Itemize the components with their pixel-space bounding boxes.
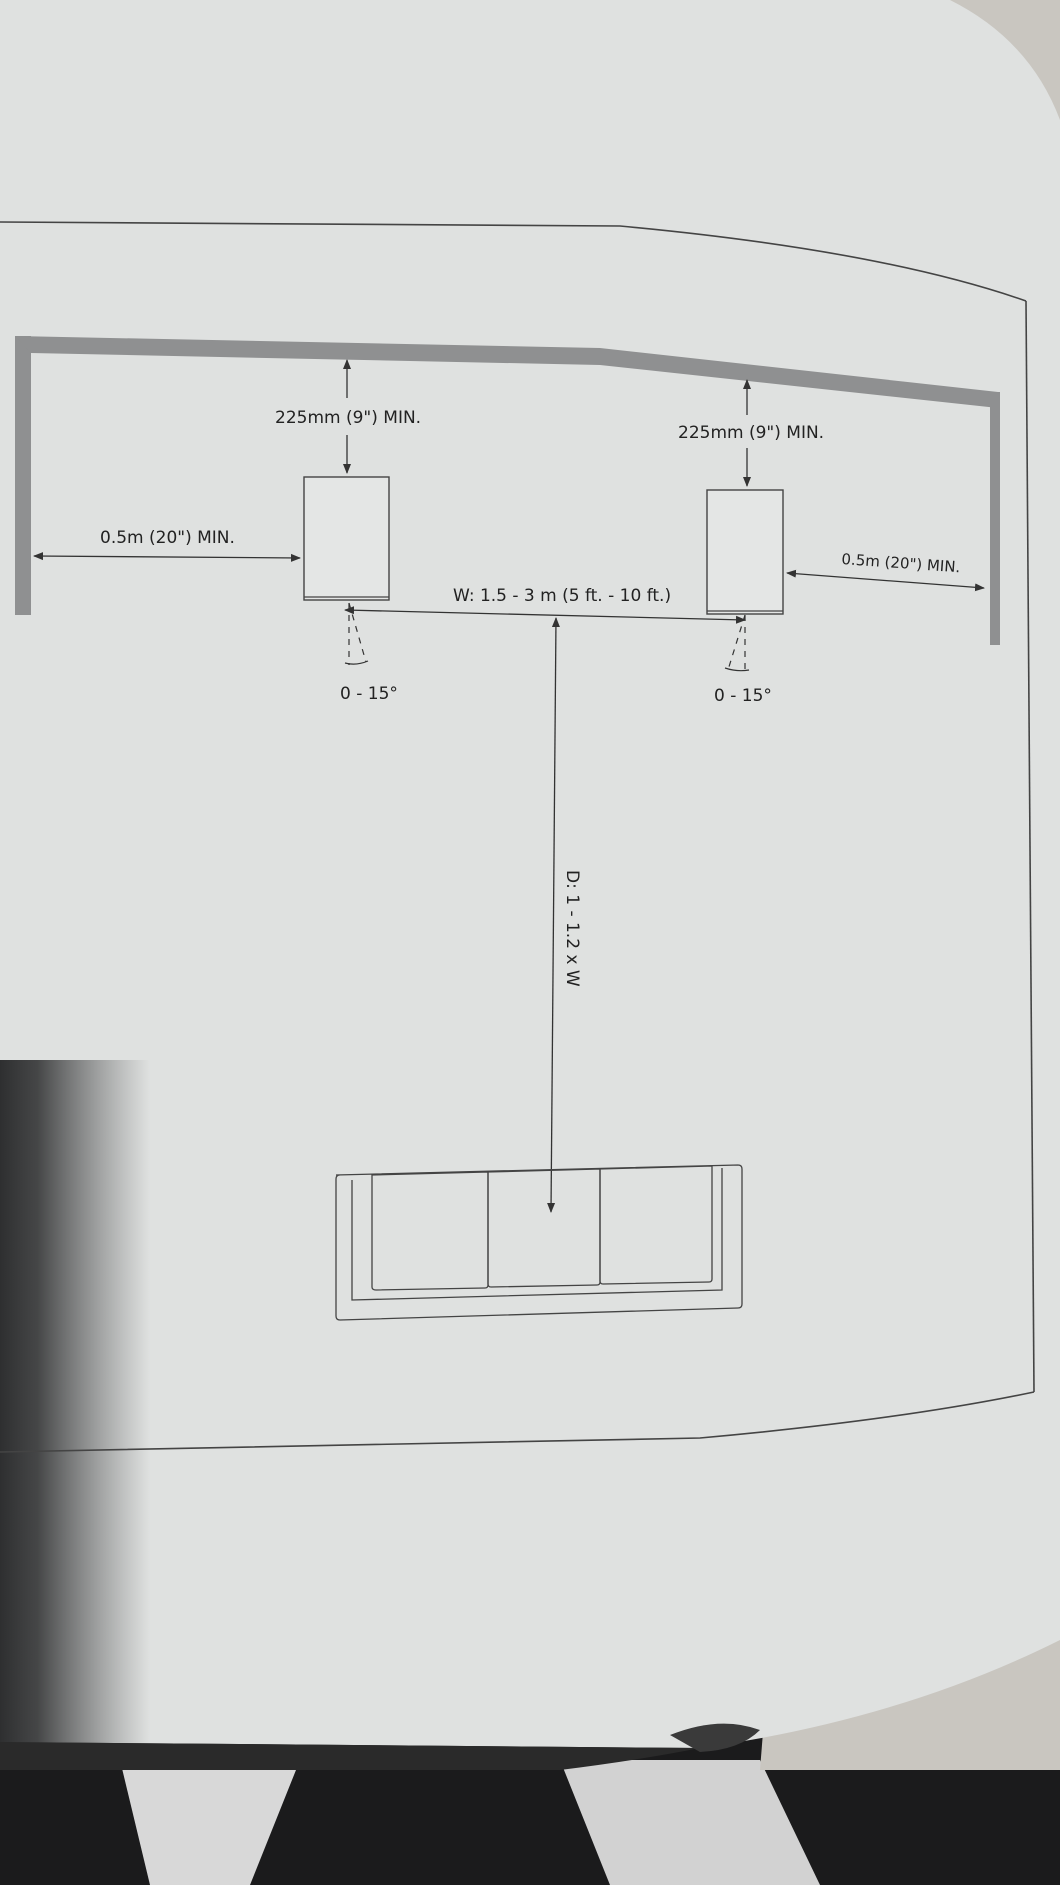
sofa <box>335 1164 743 1321</box>
toe-in-left-angle <box>348 602 367 663</box>
side-clearance-left-label: 0.5m (20") MIN. <box>100 528 235 548</box>
speaker-left <box>303 476 390 601</box>
rear-clearance-right-label: 225mm (9") MIN. <box>678 423 825 443</box>
sofa-outer <box>335 1164 743 1321</box>
paper-sheet <box>0 0 1060 1748</box>
toe-in-right-angle <box>727 614 746 671</box>
page-frame-bottom <box>0 1391 1035 1453</box>
wall-left <box>15 336 31 615</box>
page-frame-right <box>1025 300 1035 1393</box>
toe-in-right-label: 0 - 15° <box>714 686 772 706</box>
side-clearance-left-arrow <box>33 552 301 562</box>
side-clearance-right-arrow <box>786 569 985 592</box>
speaker-width-arrow <box>344 606 746 624</box>
paper-bottom-edge <box>0 1742 700 1770</box>
listening-distance-arrow <box>547 617 560 1213</box>
wall-right <box>990 392 1000 645</box>
sofa-cushion-3 <box>599 1165 713 1285</box>
paper-scrap <box>670 1723 760 1752</box>
rear-clearance-left-label: 225mm (9") MIN. <box>275 408 422 428</box>
sofa-back <box>351 1168 723 1301</box>
page-frame-top <box>0 221 1027 302</box>
floor-stripe-2 <box>560 1760 820 1885</box>
speaker-width-label: W: 1.5 - 3 m (5 ft. - 10 ft.) <box>453 586 672 606</box>
floor-stripe <box>120 1760 300 1885</box>
wall-top <box>15 336 998 408</box>
listening-distance-label: D: 1 - 1.2 x W <box>562 870 582 987</box>
paper-shadow <box>0 1060 150 1750</box>
toe-in-left-label: 0 - 15° <box>340 684 398 704</box>
toe-in-right-arc <box>724 667 750 672</box>
toe-in-left-arc <box>344 660 369 665</box>
speaker-right <box>706 489 784 615</box>
